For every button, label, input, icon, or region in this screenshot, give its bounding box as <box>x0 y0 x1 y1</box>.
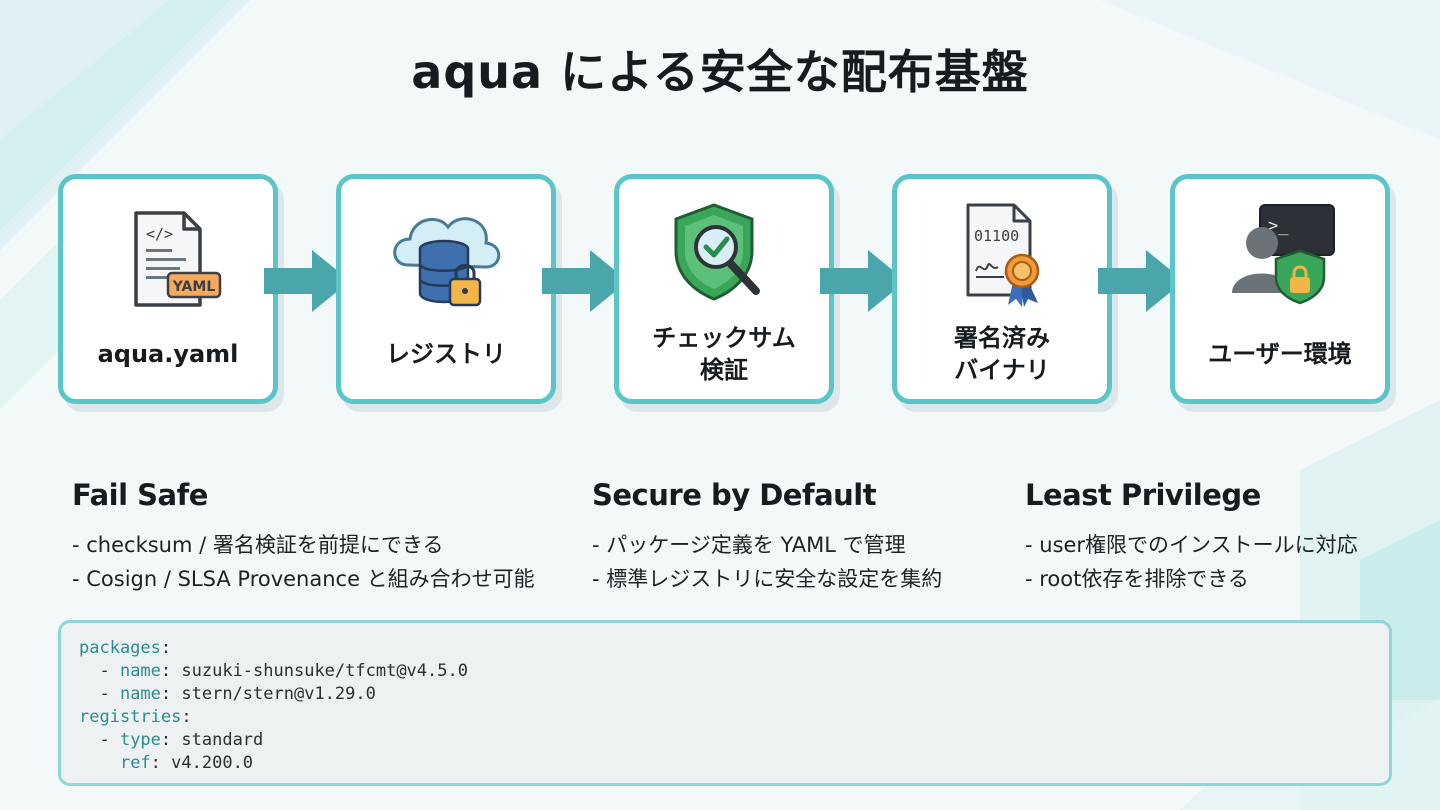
code-line: - type: standard <box>79 730 264 750</box>
page-title: aqua による安全な配布基盤 <box>411 45 1029 99</box>
step-label-line: 検証 <box>700 356 748 384</box>
signed-binary-certificate-icon: 01100 <box>966 203 1040 307</box>
shield-check-magnifier-icon <box>674 203 760 301</box>
principle-least-privilege: Least Privilege - user権限でのインストールに対応 - ro… <box>1025 478 1358 596</box>
step-label: 署名済み バイナリ <box>897 319 1107 389</box>
step-label-line: ユーザー環境 <box>1208 340 1352 368</box>
yaml-badge: YAML <box>172 279 216 295</box>
principle-line: - root依存を排除できる <box>1025 567 1249 591</box>
code-value: v4.200.0 <box>171 753 254 773</box>
code-key: name <box>119 661 161 681</box>
code-key: packages <box>79 638 161 658</box>
principle-title: Secure by Default <box>592 478 877 512</box>
code-key: registries <box>79 707 182 727</box>
code-key: type <box>119 730 161 750</box>
cloud-database-lock-icon <box>393 217 501 307</box>
principle-line: - checksum / 署名検証を前提にできる <box>72 533 444 557</box>
code-line: ref: v4.200.0 <box>119 753 254 773</box>
code-key: ref <box>119 753 151 773</box>
code-line: - name: stern/stern@v1.29.0 <box>79 684 376 704</box>
principle-secure-by-default: Secure by Default - パッケージ定義を YAML で管理 - … <box>592 478 942 596</box>
principle-line: - user権限でのインストールに対応 <box>1025 533 1358 557</box>
code-line: packages: <box>79 638 172 658</box>
principle-title: Least Privilege <box>1025 478 1261 512</box>
code-line: registries: <box>79 707 192 727</box>
principle-fail-safe: Fail Safe - checksum / 署名検証を前提にできる - Cos… <box>72 478 535 596</box>
code-key: name <box>119 684 161 704</box>
arrow-right-icon <box>1098 250 1184 312</box>
binary-text: 01100 <box>974 227 1019 245</box>
step-label: レジストリ <box>341 319 551 389</box>
step-user-environment: >_ ユーザー環境 <box>1170 174 1390 404</box>
terminal-prompt: >_ <box>1268 216 1289 236</box>
step-label: チェックサム 検証 <box>619 319 829 389</box>
principle-line: - Cosign / SLSA Provenance と組み合わせ可能 <box>72 567 535 591</box>
code-block-aqua-yaml: packages: - name: suzuki-shunsuke/tfcmt@… <box>58 620 1392 786</box>
code-line: - name: suzuki-shunsuke/tfcmt@v4.5.0 <box>79 661 468 681</box>
principle-title: Fail Safe <box>72 478 208 512</box>
step-label: aqua.yaml <box>63 319 273 389</box>
code-glyph: </> <box>146 225 173 243</box>
step-signed-binary: 01100 署名済み バイナリ <box>892 174 1112 404</box>
arrow-right-icon <box>264 250 350 312</box>
code-value: stern/stern@v1.29.0 <box>181 684 376 704</box>
arrow-right-icon <box>820 250 906 312</box>
yaml-file-icon: </> YAML <box>134 211 222 307</box>
step-label-line: バイナリ <box>954 356 1050 384</box>
step-label-line: レジストリ <box>386 340 506 368</box>
step-aqua-yaml: </> YAML aqua.yaml <box>58 174 278 404</box>
arrow-right-icon <box>542 250 628 312</box>
principle-line: - パッケージ定義を YAML で管理 <box>592 533 906 557</box>
step-label-line: aqua.yaml <box>97 340 239 368</box>
step-registry: レジストリ <box>336 174 556 404</box>
code-value: standard <box>181 730 264 750</box>
step-label-line: 署名済み <box>954 324 1050 352</box>
step-label: ユーザー環境 <box>1175 319 1385 389</box>
principle-line: - 標準レジストリに安全な設定を集約 <box>592 567 943 591</box>
step-label-line: チェックサム <box>652 324 796 352</box>
user-terminal-shield-icon: >_ <box>1232 204 1335 305</box>
step-checksum-verify: チェックサム 検証 <box>614 174 834 404</box>
code-value: suzuki-shunsuke/tfcmt@v4.5.0 <box>181 661 468 681</box>
